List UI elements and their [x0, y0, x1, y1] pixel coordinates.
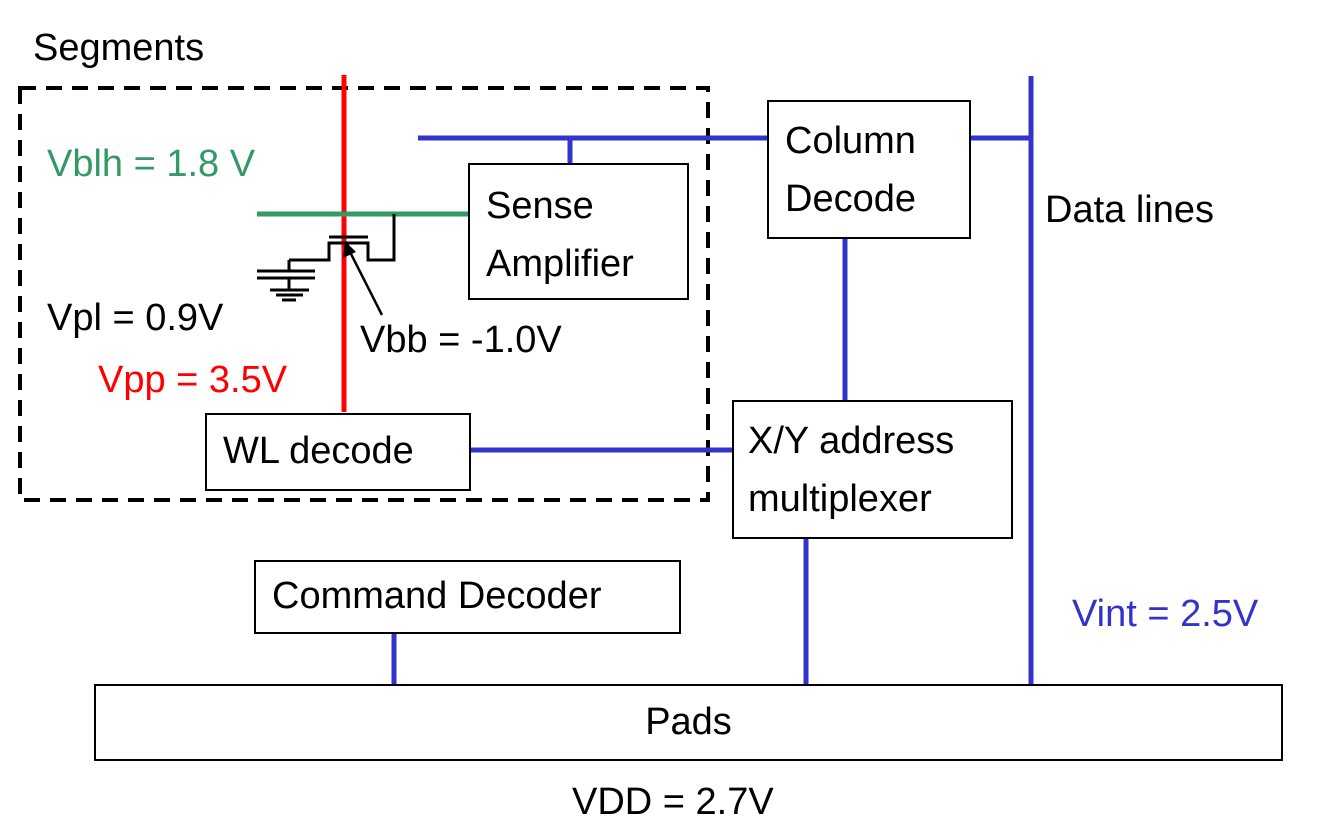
sense-amp-line1: Sense: [486, 185, 594, 227]
column-decode-line1: Column: [785, 120, 916, 162]
wl-decode-label: WL decode: [223, 430, 414, 472]
pads-block: Pads: [94, 684, 1283, 761]
cell-transistor: [257, 214, 396, 302]
xy-mux-line1: X/Y address: [748, 420, 955, 462]
segments-label: Segments: [33, 27, 205, 69]
vblh-label: Vblh = 1.8 V: [47, 143, 256, 185]
column-decode-line2: Decode: [785, 178, 916, 220]
data-lines-label: Data lines: [1045, 189, 1214, 231]
xy-address-mux-block: X/Y address multiplexer: [732, 400, 1013, 539]
command-decoder-label: Command Decoder: [272, 575, 602, 617]
vpp-label: Vpp = 3.5V: [98, 359, 288, 401]
pads-label: Pads: [645, 701, 732, 743]
wl-decode-block: WL decode: [205, 413, 471, 491]
sense-amp-line2: Amplifier: [486, 243, 634, 285]
vbb-arrow: [343, 241, 384, 316]
vdd-label: VDD = 2.7V: [572, 781, 774, 823]
vpl-label: Vpl = 0.9V: [47, 297, 224, 339]
vbb-label: Vbb = -1.0V: [360, 319, 562, 361]
column-decode-block: Column Decode: [767, 100, 971, 239]
command-decoder-block: Command Decoder: [254, 560, 681, 634]
segments-boundary: [18, 86, 710, 502]
vint-label: Vint = 2.5V: [1072, 593, 1259, 635]
blue-buses: [391, 76, 1034, 688]
sense-amplifier-block: Sense Amplifier: [468, 163, 689, 300]
xy-mux-line2: multiplexer: [748, 478, 932, 520]
